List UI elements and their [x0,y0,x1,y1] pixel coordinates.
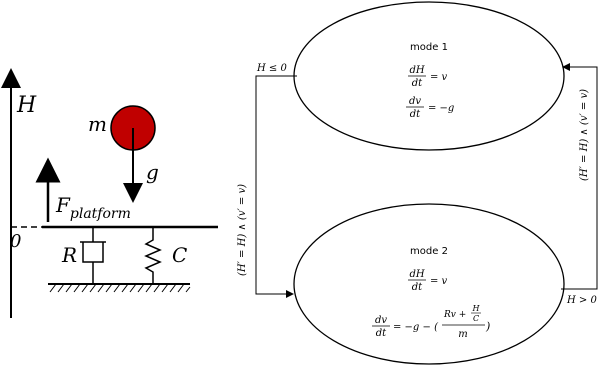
zero-label: 0 [10,231,21,252]
mode1-eq2-num: dv [409,96,421,107]
guard-top-label: H ≤ 0 [256,63,287,74]
mode1-node [293,1,565,151]
force-label-sub: platform [70,206,131,222]
spring-label: C [172,243,187,267]
mass-label: m [88,112,107,136]
spring [144,227,162,284]
transition-mode1-to-mode2 [255,75,297,298]
mode2-eq2-inner-C: C [473,314,479,323]
mode1-eq2-den: dt [410,109,421,120]
mode1-eq1-num: dH [409,65,424,76]
force-label-main: F [55,193,71,217]
transition-mode2-to-mode1 [561,63,598,290]
mode2-eq2-num: dv [375,315,387,326]
mode2-eq2-rhs-a: = −g − ( [393,322,439,333]
reset-left-label: (H′ = H) ∧ (v′ = v) [237,184,248,276]
mode2-eq1-num: dH [409,269,424,280]
mode2-eq2-rhs-b: ) [485,320,490,333]
mode2-eq2-inner-H: H [472,304,481,313]
mode1-title: mode 1 [410,42,448,53]
mode2-eq1-den: dt [412,282,423,293]
mode1-eq1-den: dt [412,78,423,89]
height-axis-label: H [16,93,37,118]
mode2-eq2-den: dt [376,328,387,339]
ground-hatch [49,283,191,293]
damper-label: R [61,243,77,267]
mode2-node [293,203,565,365]
mode2-title: mode 2 [410,246,448,257]
force-label: Fplatform [55,193,131,222]
mode1-eq2-rhs: = −g [428,103,454,114]
mode2-eq2-inner-den: m [458,329,467,340]
hybrid-automaton: mode 1 dH dt = v dv dt = −g mode 2 dH dt… [237,1,598,365]
physical-model: H 0 Fplatform m g R C [1,68,218,318]
guard-bottom-label: H > 0 [566,295,597,306]
damper [80,227,106,284]
mode2-eq1-rhs: = v [430,276,448,287]
gravity-label: g [146,160,159,184]
mode2-eq2-inner-rv: Rv + [443,310,466,320]
reset-right-label: (H′ = H) ∧ (v′ = v) [579,89,590,181]
mode1-eq1-rhs: = v [430,72,448,83]
